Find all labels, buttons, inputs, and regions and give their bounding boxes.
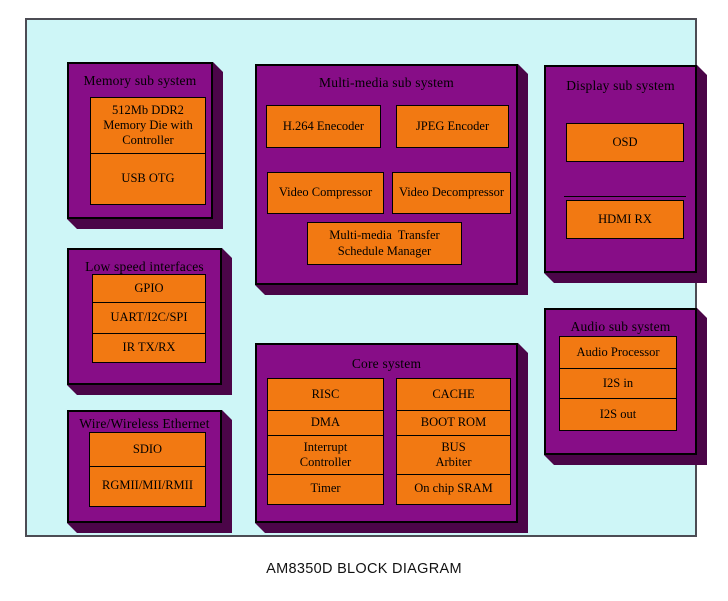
box-i2s-in: I2S in (559, 367, 677, 400)
core-right-column: CACHE BOOT ROM BUS Arbiter On chip SRAM (396, 378, 511, 505)
box-multimedia-transfer-manager: Multi-media Transfer Schedule Manager (307, 222, 462, 265)
block-core-system: Core system RISC DMA Interrupt Controlle… (255, 343, 518, 523)
box-boot-rom: BOOT ROM (396, 409, 511, 437)
box-usb-otg: USB OTG (90, 152, 206, 205)
diagram-canvas: Memory sub system 512Mb DDR2 Memory Die … (25, 18, 697, 537)
box-risc: RISC (267, 378, 384, 411)
box-sdio: SDIO (89, 432, 206, 467)
box-on-chip-sram: On chip SRAM (396, 473, 511, 505)
block-title: Low speed interfaces (85, 259, 204, 274)
audio-box-stack: Audio Processor I2S in I2S out (559, 336, 677, 431)
box-ir-tx-rx: IR TX/RX (92, 333, 206, 363)
box-bus-arbiter: BUS Arbiter (396, 435, 511, 475)
block-memory-subsystem: Memory sub system 512Mb DDR2 Memory Die … (67, 62, 213, 219)
core-left-column: RISC DMA Interrupt Controller Timer (267, 378, 384, 505)
ethernet-box-stack: SDIO RGMII/MII/RMII (89, 432, 206, 507)
box-uart-i2c-spi: UART/I2C/SPI (92, 301, 206, 335)
block-title: Core system (351, 356, 422, 371)
memory-box-stack: 512Mb DDR2 Memory Die with Controller US… (90, 97, 206, 205)
block-title: Multi-media sub system (319, 75, 454, 90)
box-audio-processor: Audio Processor (559, 336, 677, 369)
box-video-decompressor: Video Decompressor (392, 172, 511, 214)
box-hdmi-rx: HDMI RX (566, 200, 684, 239)
hdmi-separator-line (564, 196, 686, 197)
box-i2s-out: I2S out (559, 398, 677, 431)
box-timer: Timer (267, 473, 384, 505)
block-audio-subsystem: Audio sub system Audio Processor I2S in … (544, 308, 697, 455)
block-multimedia-subsystem: Multi-media sub system H.264 Enecoder JP… (255, 64, 518, 285)
box-osd: OSD (566, 123, 684, 162)
block-title: Wire/Wireless Ethernet (79, 416, 210, 431)
box-cache: CACHE (396, 378, 511, 411)
block-title: Audio sub system (570, 319, 671, 334)
diagram-caption: AM8350D BLOCK DIAGRAM (266, 561, 462, 577)
box-gpio: GPIO (92, 274, 206, 303)
block-title: Memory sub system (83, 73, 197, 88)
lowspeed-box-stack: GPIO UART/I2C/SPI IR TX/RX (92, 274, 206, 363)
box-video-compressor: Video Compressor (267, 172, 384, 214)
box-ddr2-memory: 512Mb DDR2 Memory Die with Controller (90, 97, 206, 154)
block-title: Display sub system (566, 78, 675, 93)
box-jpeg-encoder: JPEG Encoder (396, 105, 509, 148)
box-interrupt-controller: Interrupt Controller (267, 435, 384, 475)
box-dma: DMA (267, 409, 384, 437)
box-h264-encoder: H.264 Enecoder (266, 105, 381, 148)
box-rgmii-mii-rmii: RGMII/MII/RMII (89, 465, 206, 507)
block-wire-wireless-ethernet: Wire/Wireless Ethernet SDIO RGMII/MII/RM… (67, 410, 222, 523)
block-display-subsystem: Display sub system OSD HDMI RX (544, 65, 697, 273)
block-low-speed-interfaces: Low speed interfaces GPIO UART/I2C/SPI I… (67, 248, 222, 385)
